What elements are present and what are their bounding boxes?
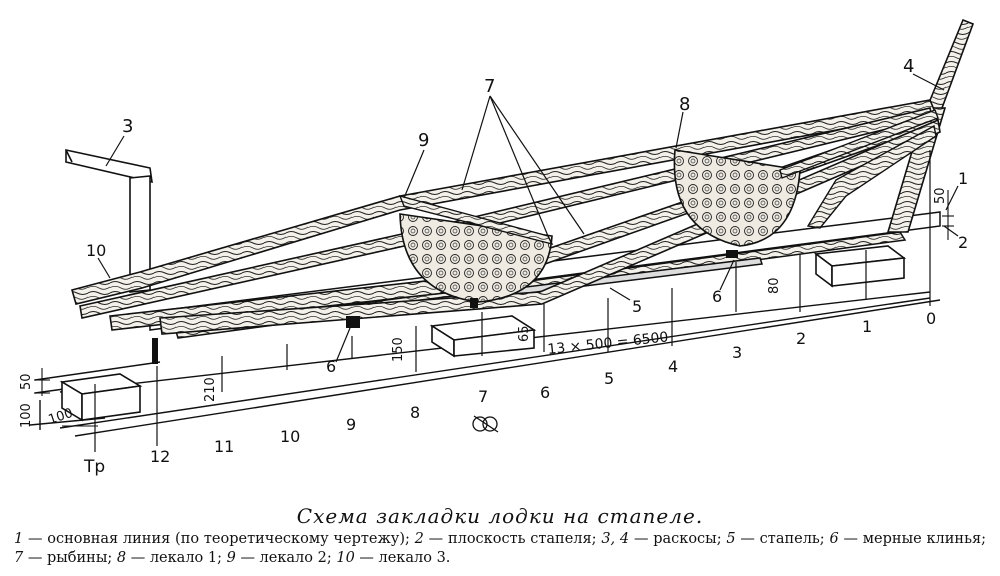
boat-stocks-diagram: 3 4 7 8 9 10 1 2 5 6 6 Тр 12 11 10 9 8 7… <box>19 18 975 477</box>
label-2: 2 <box>796 329 806 348</box>
legend-text-3-4: — раскосы; <box>629 531 727 547</box>
legend-text-8: — лекало 1; <box>126 550 227 566</box>
legend-text-5: — стапель; <box>735 531 830 547</box>
label-Tp: Тр <box>83 457 105 477</box>
label-5: 5 <box>604 369 614 388</box>
label-5-upper: 5 <box>632 297 642 316</box>
label-6: 6 <box>540 383 550 402</box>
leader-lines <box>97 73 959 363</box>
label-10-left: 10 <box>86 241 106 260</box>
legend-num-9: 9 <box>226 550 236 566</box>
dim-80: 80 <box>767 277 782 294</box>
label-1-right: 1 <box>958 169 968 188</box>
dim-150: 150 <box>391 337 406 362</box>
dim-50-right: 50 <box>933 187 948 204</box>
figure-title: Схема закладки лодки на стапеле. <box>296 504 704 528</box>
legend-num-8: 8 <box>116 550 127 566</box>
legend-text-1: — основная линия (по теоретическому черт… <box>23 531 415 547</box>
label-11: 11 <box>214 437 234 456</box>
label-3-top: 3 <box>122 116 133 137</box>
dim-50-left: 50 <box>19 373 34 390</box>
legend-num-10: 10 <box>336 550 355 566</box>
dim-100-horiz: 100 <box>47 406 75 428</box>
label-4: 4 <box>668 357 678 376</box>
legend-num-2: 2 <box>414 531 424 547</box>
support-blocks <box>59 245 907 422</box>
legend-text-6: — мерные клинья; <box>838 531 986 547</box>
label-9-top: 9 <box>418 130 429 151</box>
legend-num-5: 5 <box>726 531 736 547</box>
label-7: 7 <box>478 387 488 406</box>
legend-text-10: — лекало 3. <box>354 550 451 566</box>
ribbands-7 <box>398 109 939 246</box>
label-1: 1 <box>862 317 872 336</box>
label-10: 10 <box>280 427 300 446</box>
mould-8 <box>673 149 801 247</box>
label-6-right: 6 <box>712 287 722 306</box>
dim-100-vert: 100 <box>19 403 34 428</box>
label-4-top: 4 <box>903 56 914 77</box>
label-9: 9 <box>346 415 356 434</box>
legend-num-1: 1 <box>14 531 24 547</box>
legend-num-6: 6 <box>829 531 839 547</box>
figure-legend: 1 — основная линия (по теоретическому че… <box>14 530 986 568</box>
label-3: 3 <box>732 343 742 362</box>
reference-ticks <box>94 150 931 452</box>
center-symbol <box>472 415 499 433</box>
label-8-top: 8 <box>679 94 690 115</box>
measuring-wedges <box>152 250 738 364</box>
label-6-left: 6 <box>326 357 336 376</box>
dim-210: 210 <box>203 377 218 402</box>
label-2-right: 2 <box>958 233 968 252</box>
brace-3 <box>65 149 153 293</box>
dimension-marks <box>34 190 954 427</box>
label-7-top: 7 <box>484 76 495 97</box>
legend-text-9: — лекало 2; <box>235 550 337 566</box>
legend-num-3-4: 3, 4 <box>601 531 630 547</box>
legend-num-7: 7 <box>14 550 24 566</box>
legend-text-7: — рыбины; <box>23 550 117 566</box>
label-12: 12 <box>150 447 170 466</box>
label-0: 0 <box>926 309 936 328</box>
dim-65: 65 <box>517 325 532 342</box>
label-8: 8 <box>410 403 420 422</box>
legend-text-2: — плоскость стапеля; <box>423 531 602 547</box>
